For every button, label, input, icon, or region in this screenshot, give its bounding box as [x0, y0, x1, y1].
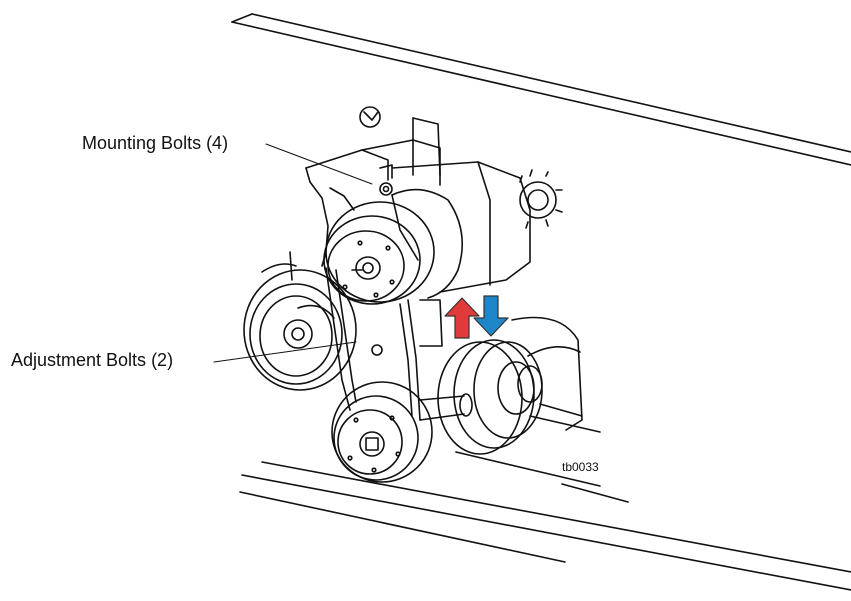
adjustment-pulley	[243, 251, 357, 391]
mounting-bracket	[305, 117, 443, 356]
lower-pulley	[331, 381, 433, 483]
support-block	[455, 316, 601, 487]
mounting-bolts-leader	[265, 143, 373, 185]
figure-id: tb0033	[562, 460, 599, 474]
adjustment-bolts-leader	[213, 341, 357, 363]
mounting-bolts-label: Mounting Bolts (4)	[82, 133, 229, 153]
arrow-down-icon	[473, 295, 509, 337]
bottom-frame-rail	[239, 461, 851, 591]
adjustment-bolts-label: Adjustment Bolts (2)	[11, 350, 174, 370]
gearbox-housing	[379, 161, 531, 299]
leader-lines	[213, 143, 373, 363]
motor-pulley	[323, 201, 435, 305]
drive-shaft	[419, 393, 473, 421]
top-frame-rail	[231, 13, 851, 166]
drive-belt	[325, 267, 421, 421]
sprocket	[519, 169, 563, 229]
rotation-symbol-icon	[359, 106, 381, 128]
arrow-up-icon	[444, 297, 480, 339]
right-pulley	[437, 339, 581, 455]
